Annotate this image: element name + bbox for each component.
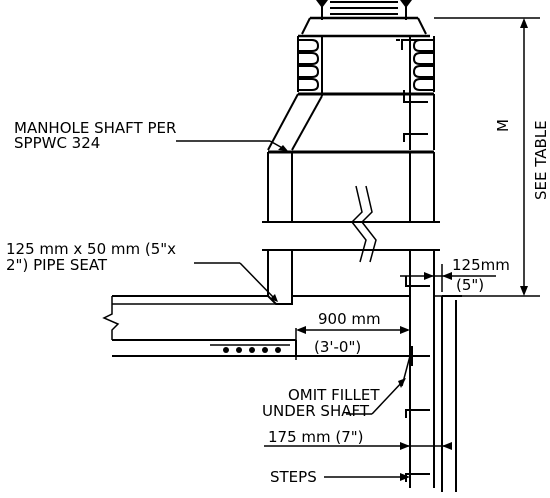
- manhole-base: [102, 295, 462, 492]
- label-dim-900-imperial: (3'-0"): [314, 338, 361, 356]
- label-fillet-line1: OMIT FILLET: [288, 386, 380, 404]
- manhole-frame-and-cover: [298, 0, 430, 38]
- label-leaders: [176, 140, 405, 478]
- seat-leader-arrow: [270, 294, 278, 302]
- dim-m-arrow-bottom: [520, 286, 528, 296]
- label-dim-900-metric: 900 mm: [318, 310, 381, 328]
- label-fillet-line2: UNDER SHAFT: [262, 402, 370, 420]
- manhole-shaft: [262, 93, 440, 488]
- rebar-dots: [210, 344, 290, 353]
- grade-rings: [297, 36, 435, 96]
- label-see-table: SEE TABLE: [532, 120, 550, 200]
- dimension-lines: [264, 17, 540, 447]
- shaft-leader-arrow: [278, 145, 288, 151]
- dim-175-arrow-left: [400, 442, 410, 450]
- label-dim-175: 175 mm (7"): [268, 428, 364, 446]
- label-steps: STEPS: [270, 468, 317, 486]
- label-shaft-line1: MANHOLE SHAFT PER: [14, 119, 176, 137]
- fillet-leader-arrow: [398, 378, 406, 388]
- label-dim-125-metric: 125mm: [452, 256, 510, 274]
- label-dim-125-imperial: (5"): [456, 276, 484, 294]
- label-dim-m: M: [494, 119, 512, 132]
- dim-125-arrow-right: [442, 272, 452, 280]
- label-seat-line2: 2") PIPE SEAT: [6, 256, 108, 274]
- label-seat-line1: 125 mm x 50 mm (5"x: [6, 240, 176, 258]
- dim-900-arrow-left: [296, 326, 306, 334]
- dim-175-arrow-right: [442, 442, 452, 450]
- label-shaft-line2: SPPWC 324: [14, 134, 100, 152]
- dim-900-arrow-right: [400, 326, 410, 334]
- dim-m-arrow-top: [520, 18, 528, 28]
- dim-125-arrow-left: [424, 272, 434, 280]
- steps-leader-arrow: [400, 473, 410, 481]
- manhole-steps: [396, 39, 430, 482]
